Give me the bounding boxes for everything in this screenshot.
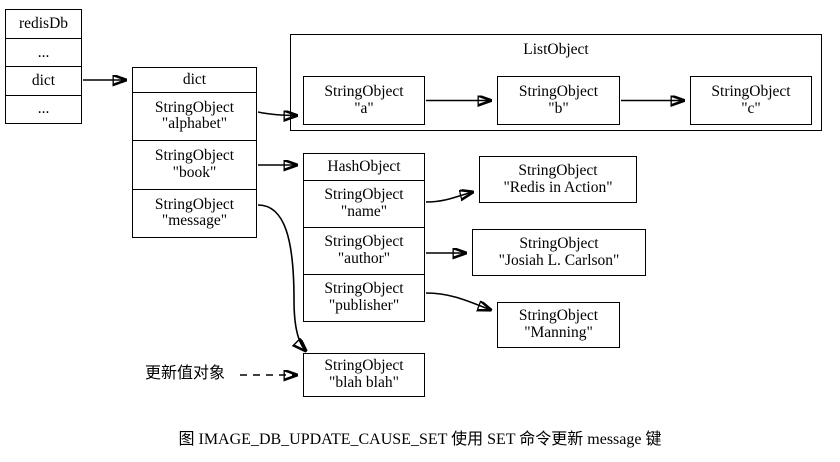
updated-value-annotation: 更新值对象 xyxy=(145,365,226,382)
hash-field-author: StringObject "author" xyxy=(304,226,424,274)
hash-value-redis-in-action: StringObject "Redis in Action" xyxy=(479,156,637,203)
hash-value-manning-text: StringObject "Manning" xyxy=(518,307,599,341)
arrow-publisher-to-manning xyxy=(425,292,491,310)
redisdb-row-ellipsis-bottom: ... xyxy=(6,94,81,123)
figure-caption: 图 IMAGE_DB_UPDATE_CAUSE_SET 使用 SET 命令更新 … xyxy=(178,431,662,448)
hash-object-struct: HashObject StringObject "name" StringObj… xyxy=(303,153,425,322)
list-object-title: ListObject xyxy=(523,41,589,58)
hash-field-author-text: StringObject "author" xyxy=(324,233,404,267)
hash-field-name-text: StringObject "name" xyxy=(324,186,404,220)
hash-field-publisher: StringObject "publisher" xyxy=(304,273,424,321)
list-node-b: StringObject "b" xyxy=(497,76,620,125)
hash-value-redis-in-action-text: StringObject "Redis in Action" xyxy=(503,161,613,196)
list-node-a-text: StringObject "a" xyxy=(324,82,404,117)
hash-field-publisher-text: StringObject "publisher" xyxy=(324,280,404,314)
dict-key-alphabet: StringObject "alphabet" xyxy=(133,91,256,140)
list-node-c-text: StringObject "c" xyxy=(711,82,791,117)
redisdb-row-header: redisDb xyxy=(18,14,69,32)
dict-key-book-text: StringObject "book" xyxy=(154,147,235,181)
hash-value-josiah-l-carlson-text: StringObject "Josiah L. Carlson" xyxy=(498,234,620,269)
redisdb-struct: redisDb ... dict ... xyxy=(5,9,82,124)
redisdb-row-dict: dict xyxy=(6,66,81,94)
dict-header: dict xyxy=(182,70,207,88)
dict-key-message: StringObject "message" xyxy=(133,188,256,237)
arrow-name-to-redis-in-action xyxy=(425,192,473,203)
arrow-message-to-updated-value xyxy=(257,204,306,351)
redisdb-row-ellipsis-top: ... xyxy=(6,38,81,66)
dict-key-message-text: StringObject "message" xyxy=(154,195,235,230)
hash-value-josiah-l-carlson: StringObject "Josiah L. Carlson" xyxy=(472,229,646,276)
hash-value-manning: StringObject "Manning" xyxy=(497,302,620,348)
dict-struct: dict StringObject "alphabet" StringObjec… xyxy=(132,67,257,238)
list-node-b-text: StringObject "b" xyxy=(518,82,599,117)
dict-key-book: StringObject "book" xyxy=(133,140,256,188)
list-node-a: StringObject "a" xyxy=(303,76,425,125)
hash-object-header: HashObject xyxy=(327,157,401,175)
dict-key-alphabet-text: StringObject "alphabet" xyxy=(154,98,235,133)
list-node-c: StringObject "c" xyxy=(690,76,812,125)
hash-field-name: StringObject "name" xyxy=(304,179,424,227)
updated-value-object-text: StringObject "blah blah" xyxy=(324,357,404,391)
updated-value-object: StringObject "blah blah" xyxy=(303,353,425,397)
